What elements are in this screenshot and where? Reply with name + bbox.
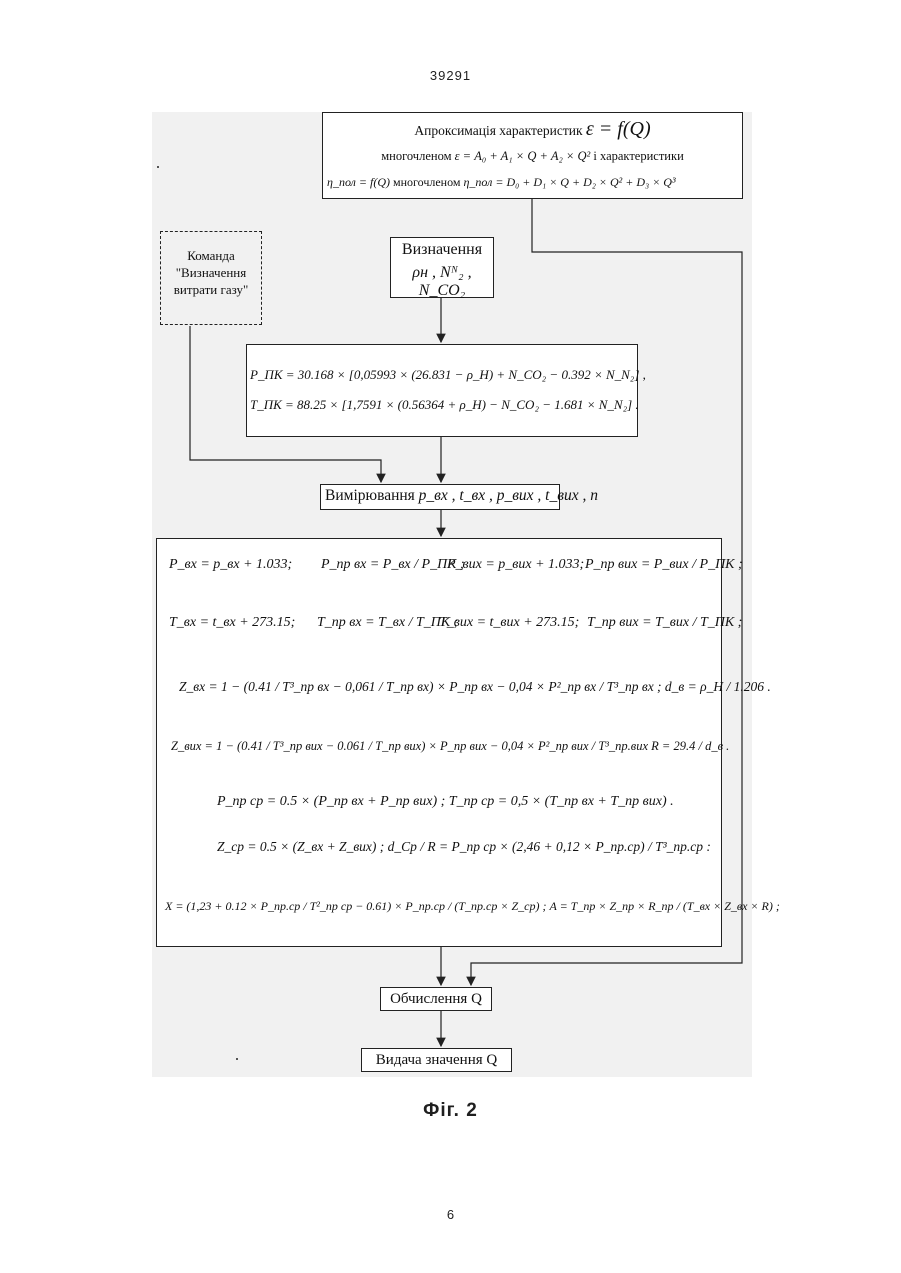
calc-t-pr-in: T_пр вх = T_вх / T_ПК ;	[317, 615, 458, 631]
measurement-box: Вимірювання p_вх , t_вх , p_вих , t_вих …	[320, 484, 560, 510]
output-label: Видача значення Q	[376, 1052, 497, 1068]
scan-speck	[157, 166, 159, 168]
determine-box: Визначення ρн , Nᴺ₂ , N_CO₂	[390, 237, 494, 298]
determine-title: Визначення	[391, 241, 493, 259]
calc-p-t-average: P_пр ср = 0.5 × (P_пр вх + P_пр вих) ; T…	[217, 794, 674, 810]
pk-pressure-formula: P_ПК = 30.168 × [0,05993 × (26.831 − ρ_H…	[250, 367, 646, 383]
command-box: Команда "Визначення витрати газу"	[160, 231, 262, 325]
determine-formula: ρн , Nᴺ₂ , N_CO₂	[391, 264, 493, 300]
pseudocritical-box: P_ПК = 30.168 × [0,05993 × (26.831 − ρ_H…	[246, 344, 638, 437]
calc-p-out: P_вих = p_вих + 1.033;	[447, 557, 584, 573]
approx-line2-text-b: і характеристики	[593, 149, 683, 163]
output-box: Видача значення Q	[361, 1048, 512, 1072]
command-line-1: Команда	[161, 247, 261, 264]
measure-title: Вимірювання	[325, 487, 415, 504]
calc-t-pr-out: T_пр вих = T_вих / T_ПК ;	[587, 615, 742, 631]
approx-line2-text-a: многочленом	[381, 149, 451, 163]
approx-line3-text: многочленом	[393, 175, 460, 189]
calc-z-average-and-d: Z_ср = 0.5 × (Z_вх + Z_вих) ; d_Ср / R =…	[217, 839, 711, 855]
page-number-bottom: 6	[0, 1207, 901, 1222]
approx-line3-formula-a: η_пол = f(Q)	[327, 175, 390, 189]
approx-line1-formula: ε = f(Q)	[586, 118, 651, 140]
compute-label: Обчислення Q	[390, 991, 482, 1007]
measure-formula: p_вх , t_вх , p_вих , t_вих , n	[419, 487, 598, 504]
approximation-box: Апроксимація характеристик ε = f(Q) мног…	[322, 112, 743, 199]
calc-p-pr-in: P_пр вх = P_вх / P_ПК ;	[321, 557, 465, 573]
scan-speck	[236, 1058, 238, 1060]
approx-line3-formula-b: η_пол = D₀ + D₁ × Q + D₂ × Q² + D₃ × Q³	[463, 175, 675, 189]
command-line-2: "Визначення	[161, 264, 261, 281]
calc-z-in: Z_вх = 1 − (0.41 / T³_пр вх − 0,061 / T_…	[179, 679, 771, 695]
approx-line2-formula: ε = A₀ + A₁ × Q + A₂ × Q²	[455, 149, 591, 163]
calculation-box: P_вх = p_вх + 1.033; P_пр вх = P_вх / P_…	[156, 538, 722, 947]
calc-z-out-and-r: Z_вих = 1 − (0.41 / T³_пр вих − 0.061 / …	[171, 739, 729, 754]
calc-x-and-a: X = (1,23 + 0.12 × P_пр.ср / T²_пр ср − …	[165, 899, 780, 914]
calc-t-out: T_вих = t_вих + 273.15;	[439, 615, 579, 631]
calc-p-pr-out: P_пр вих = P_вих / P_ПК ;	[585, 557, 743, 573]
approx-line1-text: Апроксимація характеристик	[414, 123, 582, 138]
calc-t-in: T_вх = t_вх + 273.15;	[169, 615, 295, 631]
pk-temperature-formula: T_ПК = 88.25 × [1,7591 × (0.56364 + ρ_H)…	[250, 397, 639, 413]
command-line-3: витрати газу"	[161, 281, 261, 298]
calc-p-in: P_вх = p_вх + 1.033;	[169, 557, 292, 573]
figure-caption: Фіг. 2	[0, 1100, 901, 1122]
compute-box: Обчислення Q	[380, 987, 492, 1011]
